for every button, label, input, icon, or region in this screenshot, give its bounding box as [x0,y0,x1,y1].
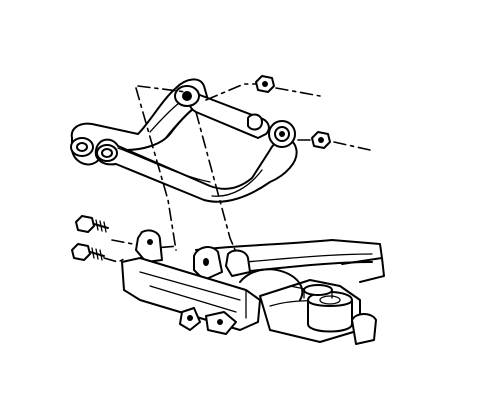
arm-nut [255,75,275,93]
rubber-bumper [303,284,333,299]
arm-nut [311,131,331,149]
rubber-bumper [307,291,353,333]
mounting-bolt [75,215,109,233]
mounting-bolt [71,243,105,261]
upper-control-arm [70,78,298,203]
